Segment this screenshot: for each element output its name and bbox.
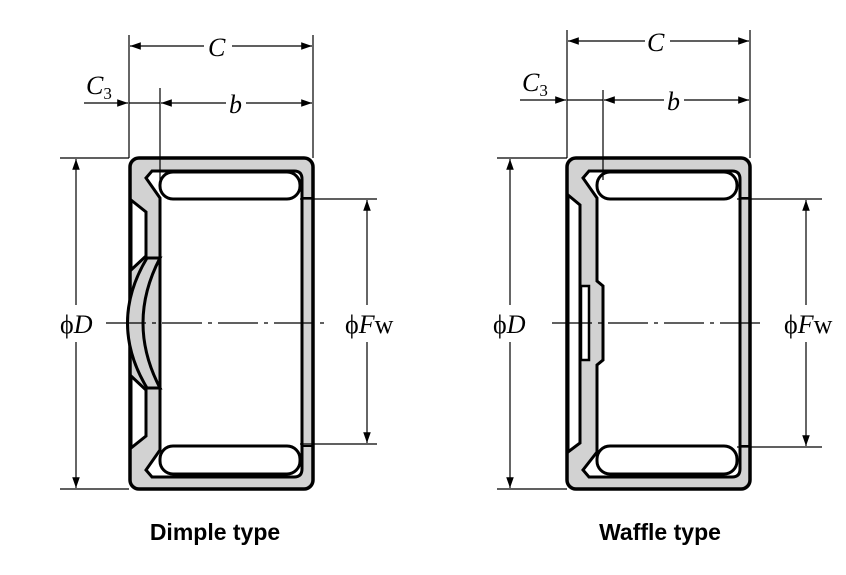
dimple <box>126 256 163 390</box>
dimension-Fw-label: ϕFw <box>345 310 394 339</box>
shell-gap <box>129 196 148 452</box>
needle-roller-top <box>158 170 302 201</box>
dimension-Fw-label: ϕFw <box>784 310 833 339</box>
dimension-C-label: C <box>208 33 226 62</box>
dimension-b-label: b <box>229 90 242 119</box>
dimension-C3-label: C3 <box>86 71 112 103</box>
dimension-D-label: ϕD <box>60 310 93 339</box>
needle-roller-top <box>595 170 739 201</box>
inner-cavity <box>581 169 742 479</box>
inner-cavity <box>144 169 304 479</box>
dimple-type-caption: Dimple type <box>150 519 280 545</box>
waffle-type-caption: Waffle type <box>599 519 721 545</box>
dimension-C3-label: C3 <box>522 68 548 100</box>
dimension-b-label: b <box>667 87 680 116</box>
dimension-C-label: C <box>647 28 665 57</box>
dimple-type-diagram: C C3 b ϕD ϕFw Dimple type <box>60 33 394 545</box>
dimension-D-label: ϕD <box>493 310 526 339</box>
needle-roller-bottom <box>158 444 302 476</box>
waffle-type-diagram: C C3 b ϕD ϕFw Waffle type <box>493 28 833 545</box>
needle-roller-bottom <box>595 444 739 476</box>
